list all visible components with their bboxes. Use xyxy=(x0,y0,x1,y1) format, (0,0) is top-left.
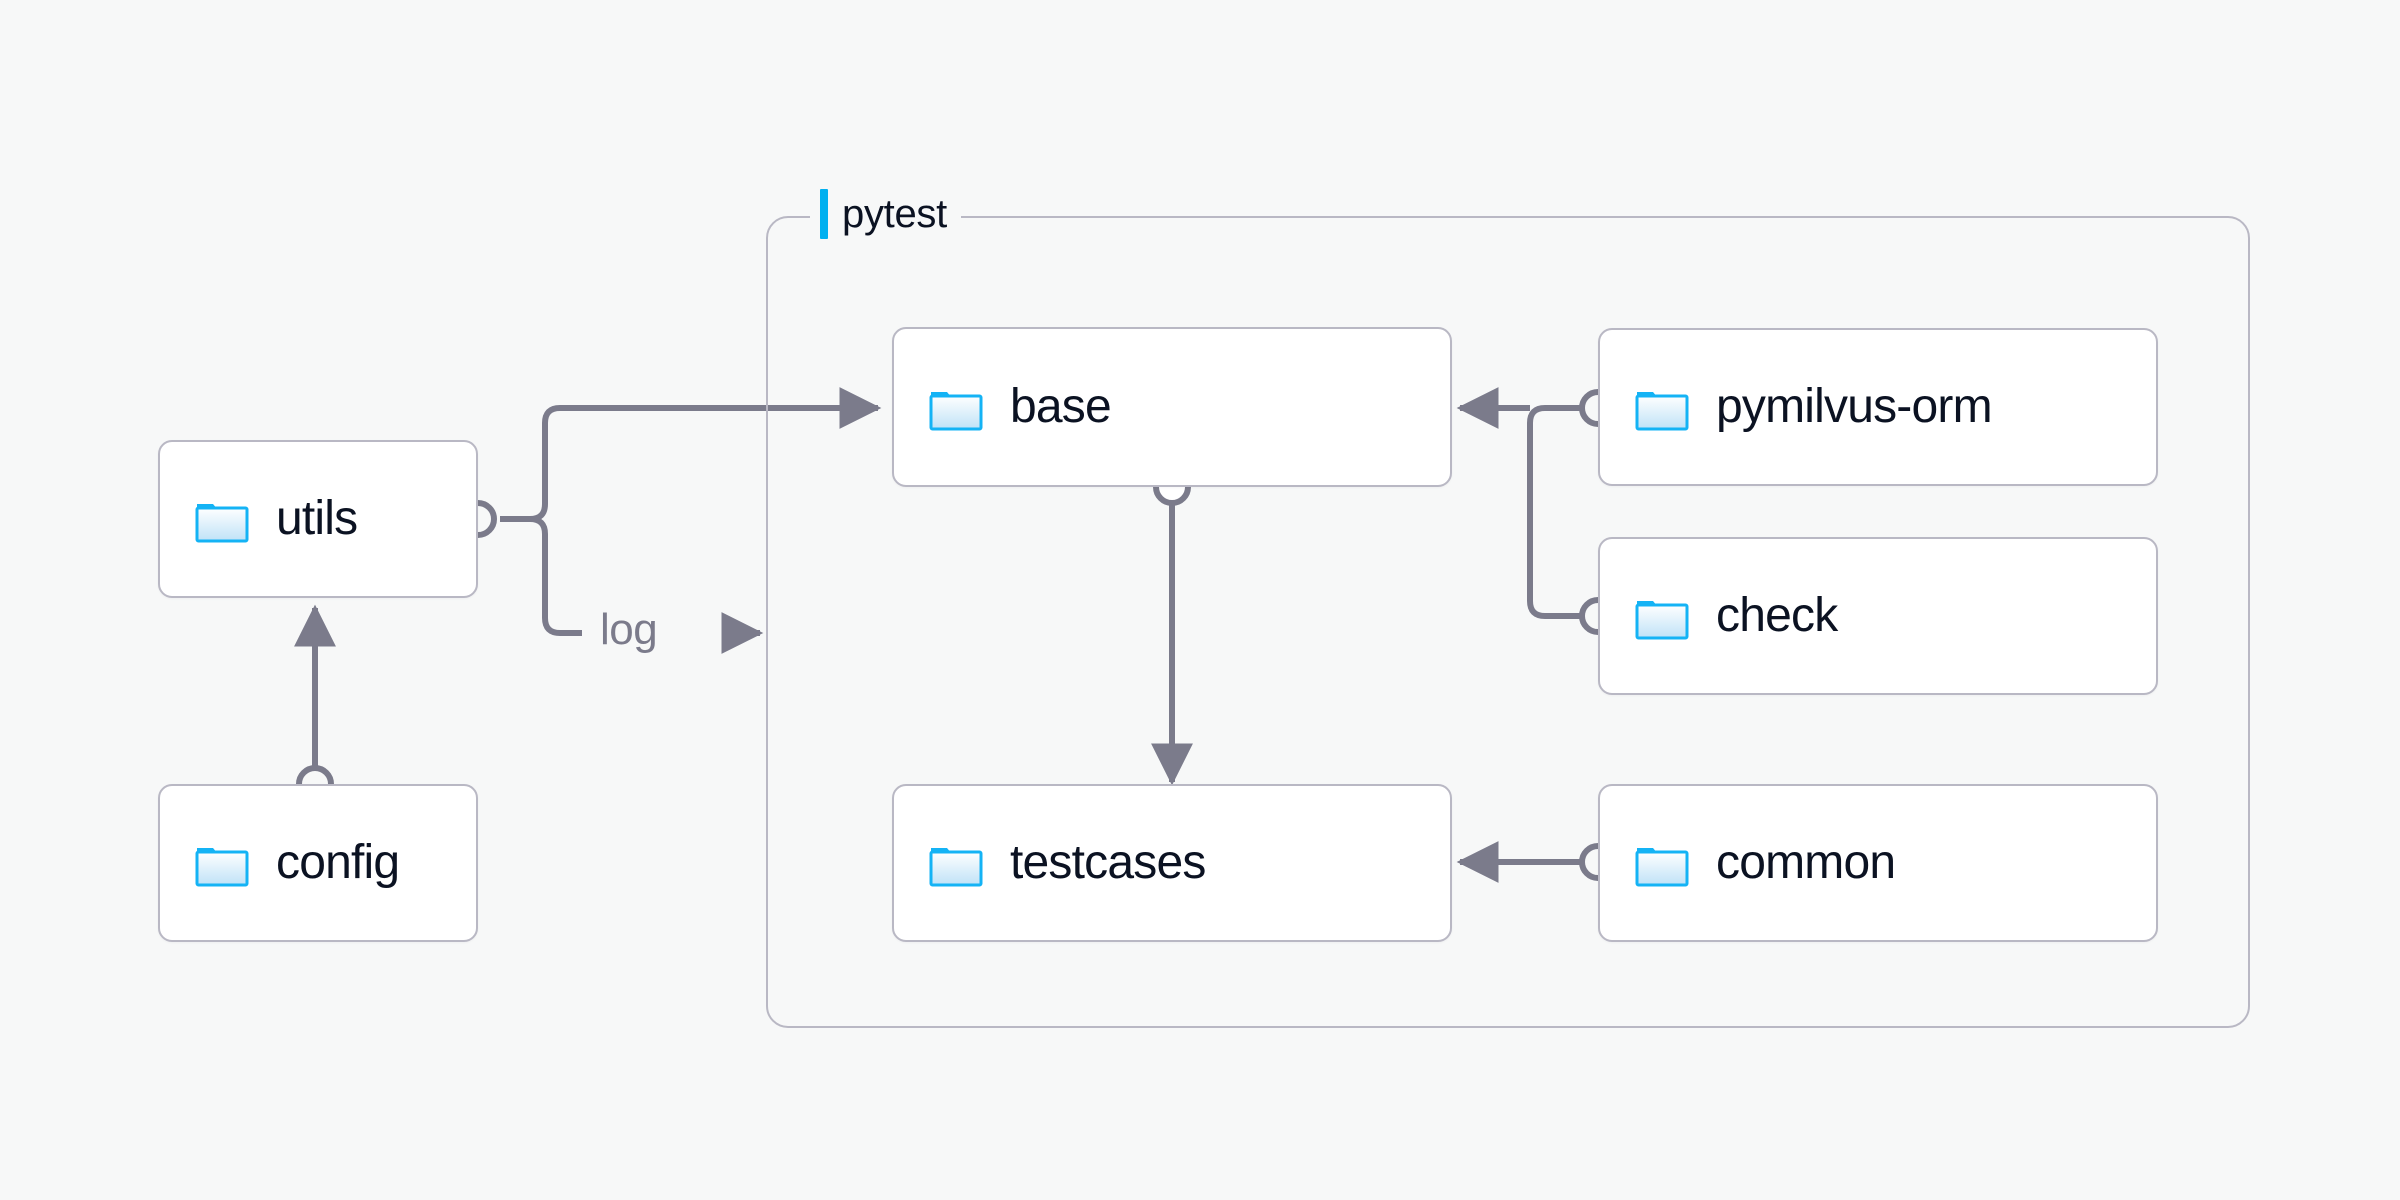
node-pymilvus-orm-label: pymilvus-orm xyxy=(1716,380,1993,433)
folder-icon xyxy=(1635,848,1689,887)
node-check[interactable]: check xyxy=(1598,537,2158,695)
folder-icon xyxy=(929,392,983,431)
node-pymilvus-orm[interactable]: pymilvus-orm xyxy=(1598,328,2158,486)
group-pytest[interactable] xyxy=(766,216,2250,1028)
folder-icon xyxy=(1635,392,1689,431)
node-config-label: config xyxy=(276,836,400,889)
node-utils-label: utils xyxy=(276,492,358,545)
node-testcases[interactable]: testcases xyxy=(892,784,1452,942)
folder-icon xyxy=(929,848,983,887)
node-utils[interactable]: utils xyxy=(158,440,478,598)
node-base[interactable]: base xyxy=(892,327,1452,487)
node-common-label: common xyxy=(1716,836,1896,889)
group-pytest-label: pytest xyxy=(810,186,961,242)
folder-icon xyxy=(195,848,249,887)
folder-icon xyxy=(1635,601,1689,640)
edge-label-log: log xyxy=(600,605,658,654)
group-pytest-title: pytest xyxy=(842,191,947,236)
edge-utils-log xyxy=(500,516,582,636)
folder-icon xyxy=(195,504,249,543)
node-testcases-label: testcases xyxy=(1010,836,1206,889)
node-config[interactable]: config xyxy=(158,784,478,942)
node-common[interactable]: common xyxy=(1598,784,2158,942)
node-base-label: base xyxy=(1010,380,1112,433)
node-check-label: check xyxy=(1716,589,1838,642)
accent-bar-icon xyxy=(820,189,828,239)
